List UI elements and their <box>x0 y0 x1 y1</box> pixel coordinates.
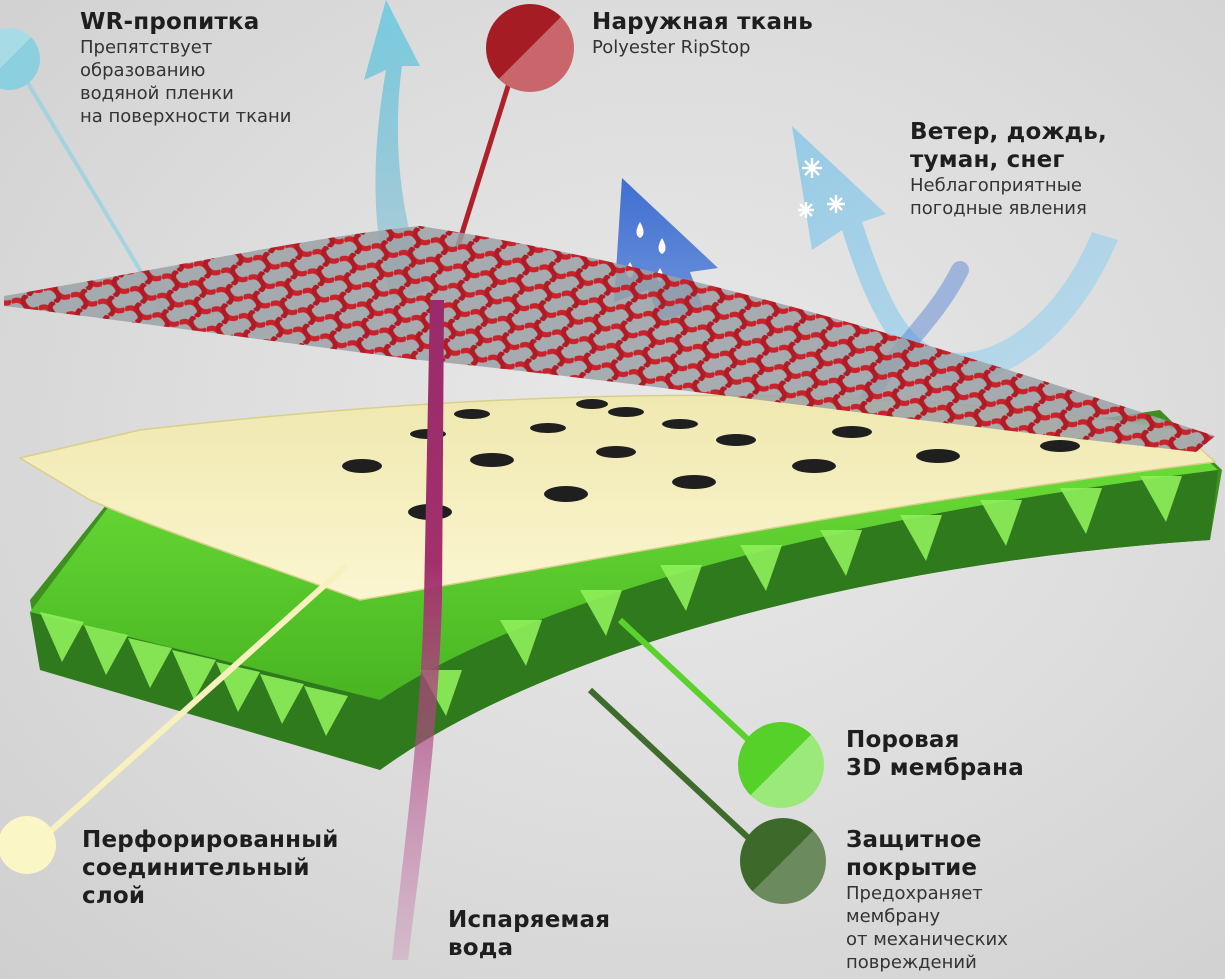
vapor-title-1: Испаряемая <box>448 907 611 933</box>
wr-title: WR-пропитка <box>80 9 260 35</box>
wr-impregnation-arrow <box>364 0 428 300</box>
wr-label: WR-пропитка Препятствует образованию вод… <box>80 8 292 128</box>
weather-title-2: туман, снег <box>910 147 1065 173</box>
perforated-connecting-layer <box>18 394 1217 601</box>
pore-membrane-title-1: Поровая <box>846 727 960 753</box>
perforated-layer-pointer-line <box>31 563 349 849</box>
vapor-label: Испаряемая вода <box>448 906 610 962</box>
outer-fabric-title: Наружная ткань <box>592 9 813 35</box>
perforated-layer-title-2: соединительный <box>82 855 310 881</box>
outer-fabric-label: Наружная ткань Polyester RipStop <box>592 8 813 59</box>
snow-arrow <box>792 126 1118 382</box>
weather-label: Ветер, дождь, туман, снег Неблагоприятны… <box>910 118 1107 220</box>
protective-coating-title-1: Защитное <box>846 827 982 853</box>
protective-coating-desc-4: повреждений <box>846 952 977 973</box>
outer-fabric-layer <box>4 226 1215 452</box>
wr-desc-3: водяной пленки <box>80 83 234 104</box>
vapor-title-2: вода <box>448 935 514 961</box>
protective-coating-marker-dot <box>740 818 826 904</box>
pore-membrane-marker-dot <box>738 722 824 808</box>
pore-membrane-title-2: 3D мембрана <box>846 755 1024 781</box>
perforated-layer-marker-dot <box>0 816 56 874</box>
perforated-layer-title-1: Перфорированный <box>82 827 339 853</box>
wr-marker-dot <box>0 28 40 90</box>
protective-coating-desc-2: мембрану <box>846 906 941 927</box>
wr-desc-1: Препятствует <box>80 37 213 58</box>
pore-membrane-label: Поровая 3D мембрана <box>846 726 1024 782</box>
outer-fabric-marker-dot <box>486 4 574 92</box>
weather-title-1: Ветер, дождь, <box>910 119 1107 145</box>
outer-fabric-desc: Polyester RipStop <box>592 37 751 58</box>
weather-desc-2: погодные явления <box>910 198 1087 219</box>
weather-desc-1: Неблагоприятные <box>910 175 1082 196</box>
vapor-arrow <box>392 300 444 960</box>
protective-coating-title-2: покрытие <box>846 855 978 881</box>
perforated-layer-title-3: слой <box>82 883 146 909</box>
protective-coating-desc-3: от механических <box>846 929 1008 950</box>
wr-desc-4: на поверхности ткани <box>80 106 292 127</box>
protective-coating-desc-1: Предохраняет <box>846 883 983 904</box>
wr-desc-2: образованию <box>80 60 206 81</box>
protective-coating-label: Защитное покрытие Предохраняет мембрану … <box>846 826 1008 974</box>
perforated-layer-label: Перфорированный соединительный слой <box>82 826 339 910</box>
snowflake-icon <box>798 158 845 218</box>
